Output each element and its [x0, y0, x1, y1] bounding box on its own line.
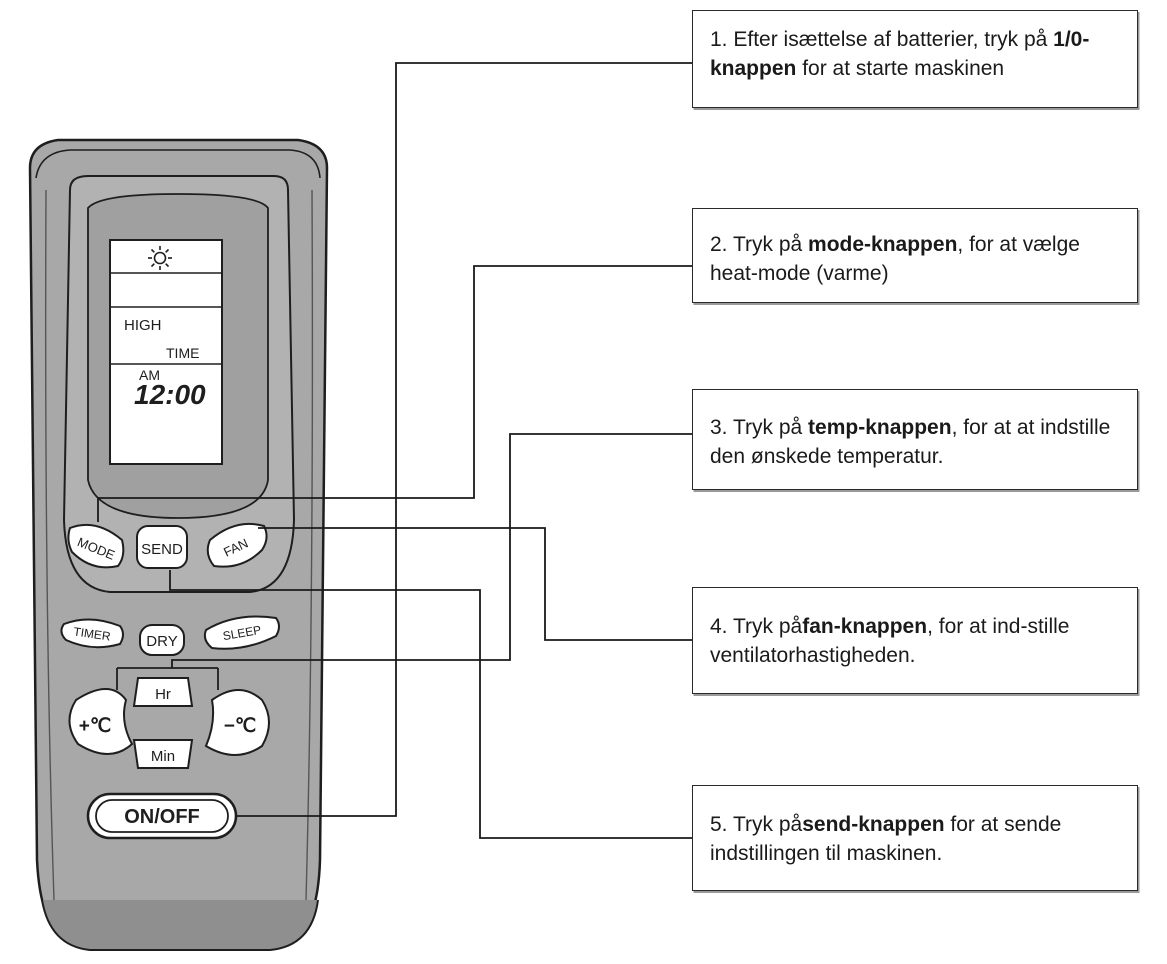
fan-button[interactable]: FAN: [206, 522, 268, 568]
leader-line-2: [97, 265, 692, 522]
temp-down-button[interactable]: −℃: [204, 689, 270, 756]
remote-right-ridge: [305, 189, 314, 901]
callout-step-4-button: fan-knappen: [802, 615, 928, 638]
remote-top-rim: [35, 149, 321, 179]
on-off-button[interactable]: ON/OFF: [86, 792, 238, 840]
callout-step-1-text: Efter isættelse af batterier, tryk på: [727, 28, 1054, 51]
callout-step-5: 5. Tryk påsend-knappen for at sende inds…: [692, 785, 1138, 891]
lcd-screen: [109, 239, 223, 465]
lcd-clock: 12:00: [134, 379, 206, 410]
temp-cluster-bracket: [116, 667, 219, 690]
hr-button-label: Hr: [155, 686, 171, 703]
sleep-button-label: SLEEP: [222, 623, 263, 644]
callout-step-4: 4. Tryk påfan-knappen, for at ind-stille…: [692, 587, 1138, 694]
callout-step-2-rest: , for at vælge heat-mode (varme): [710, 233, 1080, 285]
callout-step-3-text: Tryk på: [727, 416, 809, 439]
remote-left-ridge: [44, 189, 55, 901]
leader-line-5: [169, 570, 692, 839]
sun-icon: [148, 246, 172, 270]
callout-step-4-number: 4.: [710, 615, 728, 638]
sleep-button[interactable]: SLEEP: [203, 615, 280, 650]
hr-button[interactable]: Hr: [132, 677, 194, 707]
dry-button[interactable]: DRY: [139, 624, 185, 656]
callout-step-1-number: 1.: [710, 28, 728, 51]
temp-up-button[interactable]: +℃: [68, 688, 134, 755]
leader-lines: [97, 62, 692, 839]
lcd-fan-speed: HIGH: [124, 317, 162, 334]
callout-step-1: 1. Efter isættelse af batterier, tryk på…: [692, 10, 1138, 108]
callout-step-2-button: mode-knappen: [808, 233, 958, 256]
temp-down-label: −℃: [224, 716, 256, 737]
leader-line-3: [171, 433, 692, 668]
remote-bottom-edge: [41, 899, 319, 951]
callout-step-3: 3. Tryk på temp-knappen, for at at indst…: [692, 389, 1138, 490]
callout-step-4-rest: , for at ind-stille ventilatorhastighede…: [710, 615, 1070, 667]
callout-step-1-rest: for at starte maskinen: [796, 57, 1005, 80]
temp-up-label: +℃: [79, 716, 111, 737]
leader-line-4: [258, 527, 692, 641]
mode-button[interactable]: MODE: [67, 524, 125, 569]
callout-step-5-number: 5.: [710, 813, 728, 836]
min-button[interactable]: Min: [132, 739, 194, 769]
callout-step-5-button: send-knappen: [802, 813, 945, 836]
callout-step-5-text: Tryk på: [727, 813, 803, 836]
callout-step-4-text: Tryk på: [727, 615, 803, 638]
send-button-label: SEND: [141, 541, 183, 558]
callout-step-5-rest: for at sende indstillingen til maskinen.: [710, 813, 1062, 865]
callout-step-2-number: 2.: [710, 233, 728, 256]
lcd-time-label: TIME: [166, 345, 199, 361]
send-button[interactable]: SEND: [136, 525, 188, 569]
timer-button[interactable]: TIMER: [60, 618, 124, 649]
callout-step-1-button: 1/0-knappen: [710, 28, 1090, 80]
dry-button-label: DRY: [146, 633, 177, 650]
callout-step-2: 2. Tryk på mode-knappen, for at vælge he…: [692, 208, 1138, 303]
on-off-button-label: ON/OFF: [124, 806, 200, 828]
timer-button-label: TIMER: [73, 624, 112, 643]
callout-step-3-button: temp-knappen: [808, 416, 952, 439]
min-button-label: Min: [151, 748, 175, 765]
callout-step-2-text: Tryk på: [727, 233, 809, 256]
lcd-am-label: AM: [139, 367, 160, 383]
callout-step-3-rest: , for at at indstille den ønskede temper…: [710, 416, 1111, 468]
leader-line-1: [236, 62, 692, 817]
remote-control: HIGH TIME AM 12:00 MODE SEND FAN TIMER D…: [28, 138, 329, 951]
callout-step-3-number: 3.: [710, 416, 728, 439]
